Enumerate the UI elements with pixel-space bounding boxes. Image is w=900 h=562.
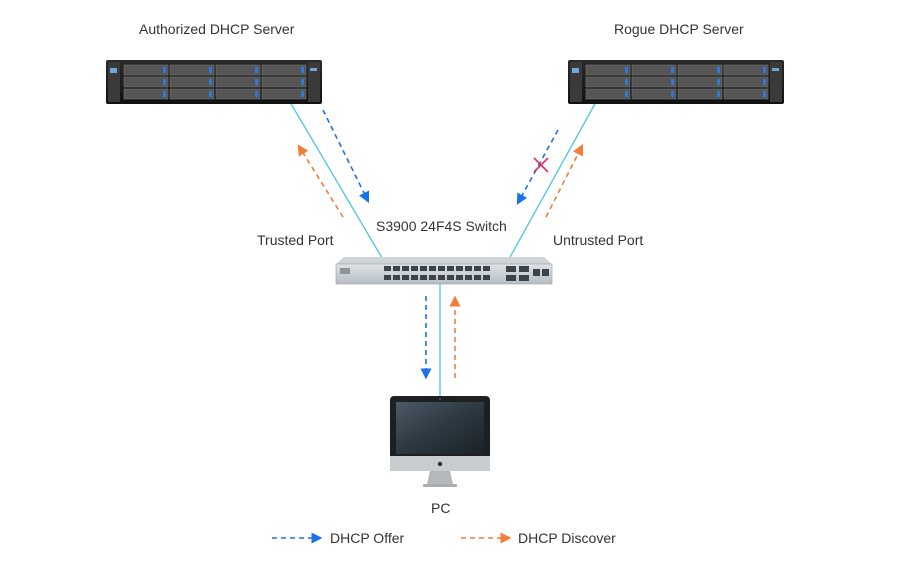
discover-arrow-rogue	[545, 144, 584, 218]
switch-label: S3900 24F4S Switch	[376, 218, 507, 234]
rogue-server-icon	[568, 60, 784, 104]
authorized-server-icon	[106, 60, 322, 104]
offer-arrow-authorized	[322, 109, 370, 204]
offer-arrow-rogue	[516, 129, 559, 205]
blocked-x-icon	[533, 157, 549, 173]
untrusted-port-label: Untrusted Port	[553, 232, 644, 248]
cable-authorized-switch	[289, 101, 389, 269]
discover-arrow-authorized	[297, 144, 344, 218]
pc-monitor-icon	[390, 396, 490, 487]
cable-rogue-switch	[503, 101, 597, 269]
legend-offer-label: DHCP Offer	[330, 530, 405, 546]
trusted-port-label: Trusted Port	[257, 232, 334, 248]
switch-icon	[335, 257, 553, 285]
legend-discover-label: DHCP Discover	[518, 530, 616, 546]
rogue-server-label: Rogue DHCP Server	[614, 21, 744, 37]
authorized-server-label: Authorized DHCP Server	[139, 21, 295, 37]
pc-label: PC	[431, 500, 451, 516]
